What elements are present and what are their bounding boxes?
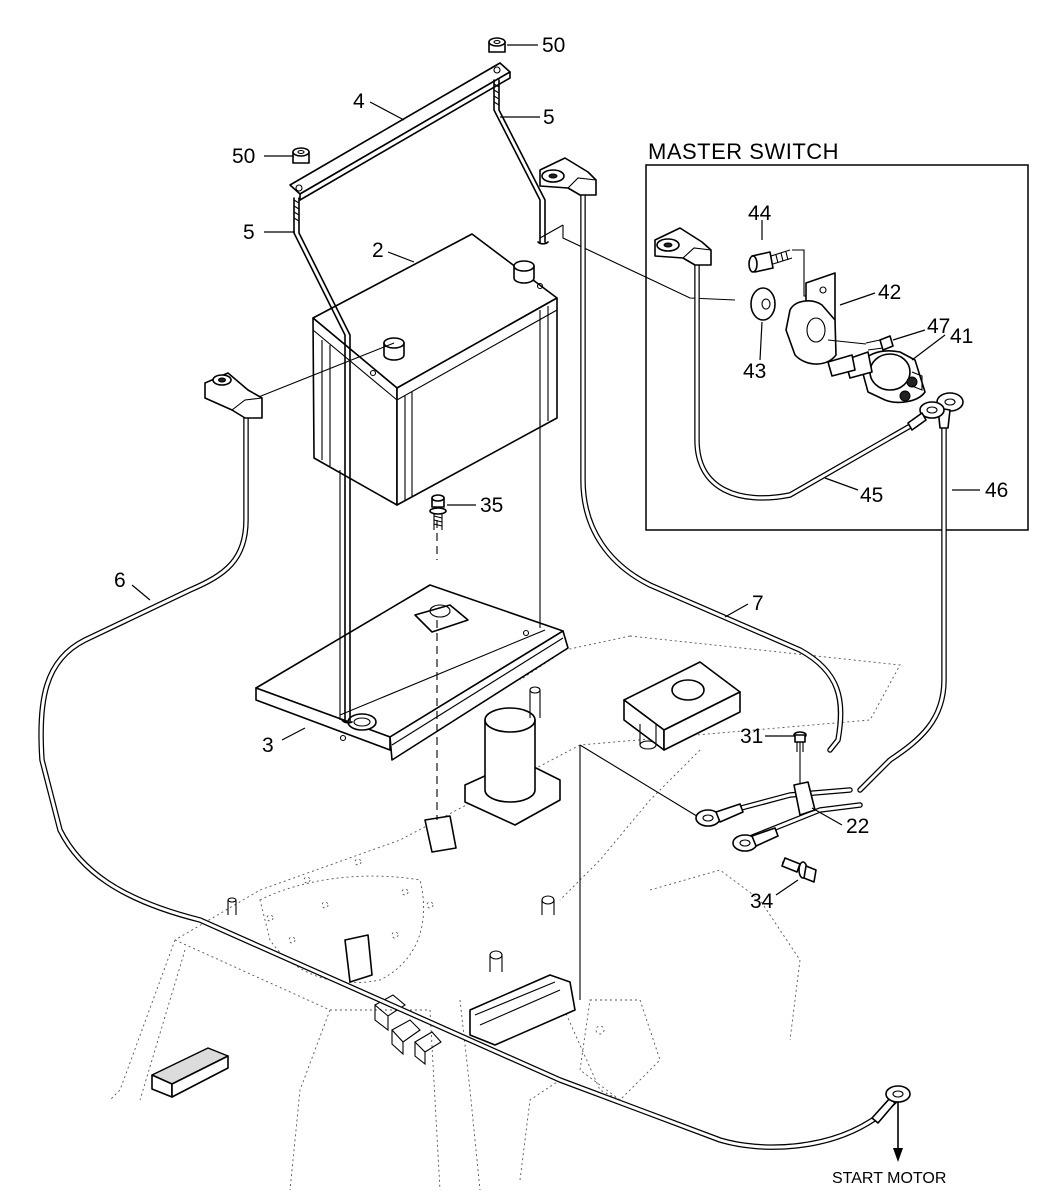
- terminal-clamp-inset: [654, 227, 712, 266]
- indicator-lines-lower: [579, 742, 801, 1000]
- cable-clip-22: [793, 781, 816, 816]
- ring-terminal-22b: [732, 827, 779, 852]
- alignment-lines: [245, 224, 736, 820]
- callout-46: 46: [985, 479, 1008, 502]
- callout-42: 42: [878, 281, 901, 304]
- cable-7: [580, 187, 844, 753]
- hold-down-rod-left: [293, 197, 353, 724]
- ring-terminal-start-motor: [871, 1085, 911, 1162]
- cable-46: [857, 422, 947, 793]
- master-switch-inset: [645, 164, 1029, 531]
- callout-6: 6: [114, 569, 126, 592]
- callout-31: 31: [740, 725, 763, 748]
- bolt-34: [781, 857, 817, 883]
- terminal-clamp-positive: [539, 157, 597, 196]
- callout-50-left: 50: [232, 145, 255, 168]
- battery: [312, 233, 558, 506]
- callout-2: 2: [372, 239, 384, 262]
- inset-title: MASTER SWITCH: [648, 139, 839, 164]
- callout-22: 22: [846, 815, 869, 838]
- frame-components: [151, 815, 576, 1098]
- master-switch-41: [827, 350, 926, 404]
- bracket-42: [785, 272, 837, 365]
- bolt-35: [429, 494, 447, 530]
- callout-44: 44: [748, 202, 772, 225]
- callout-47: 47: [927, 315, 950, 338]
- callout-50-top: 50: [542, 34, 565, 57]
- callout-7: 7: [752, 592, 764, 615]
- nut-top: [488, 37, 506, 53]
- mounting-block: [623, 661, 741, 751]
- ring-terminal-45: [907, 401, 945, 431]
- callout-45: 45: [860, 484, 883, 507]
- callout-41: 41: [950, 325, 973, 348]
- callout-3: 3: [262, 734, 274, 757]
- callout-5-left: 5: [243, 221, 255, 244]
- screw-47: [827, 335, 894, 351]
- screw-31: [793, 731, 807, 752]
- screw-44: [748, 249, 806, 297]
- washer-43: [750, 287, 776, 321]
- start-motor-label: START MOTOR: [832, 1170, 946, 1187]
- callout-43: 43: [743, 360, 766, 383]
- hold-down-bar: [289, 62, 511, 201]
- callout-34: 34: [750, 890, 774, 913]
- ring-terminal-22a: [695, 803, 744, 827]
- callout-35: 35: [480, 494, 503, 517]
- terminal-clamp-negative: [204, 372, 263, 419]
- callout-5-right: 5: [543, 106, 555, 129]
- callout-4: 4: [353, 90, 365, 113]
- starter-solenoid: [464, 686, 561, 826]
- nut-left: [292, 147, 310, 164]
- cable-6: [38, 415, 899, 1150]
- battery-tray: [255, 584, 569, 761]
- cable-45: [694, 255, 915, 501]
- leader-lines: [131, 44, 980, 896]
- hold-down-rod-right: [493, 79, 549, 245]
